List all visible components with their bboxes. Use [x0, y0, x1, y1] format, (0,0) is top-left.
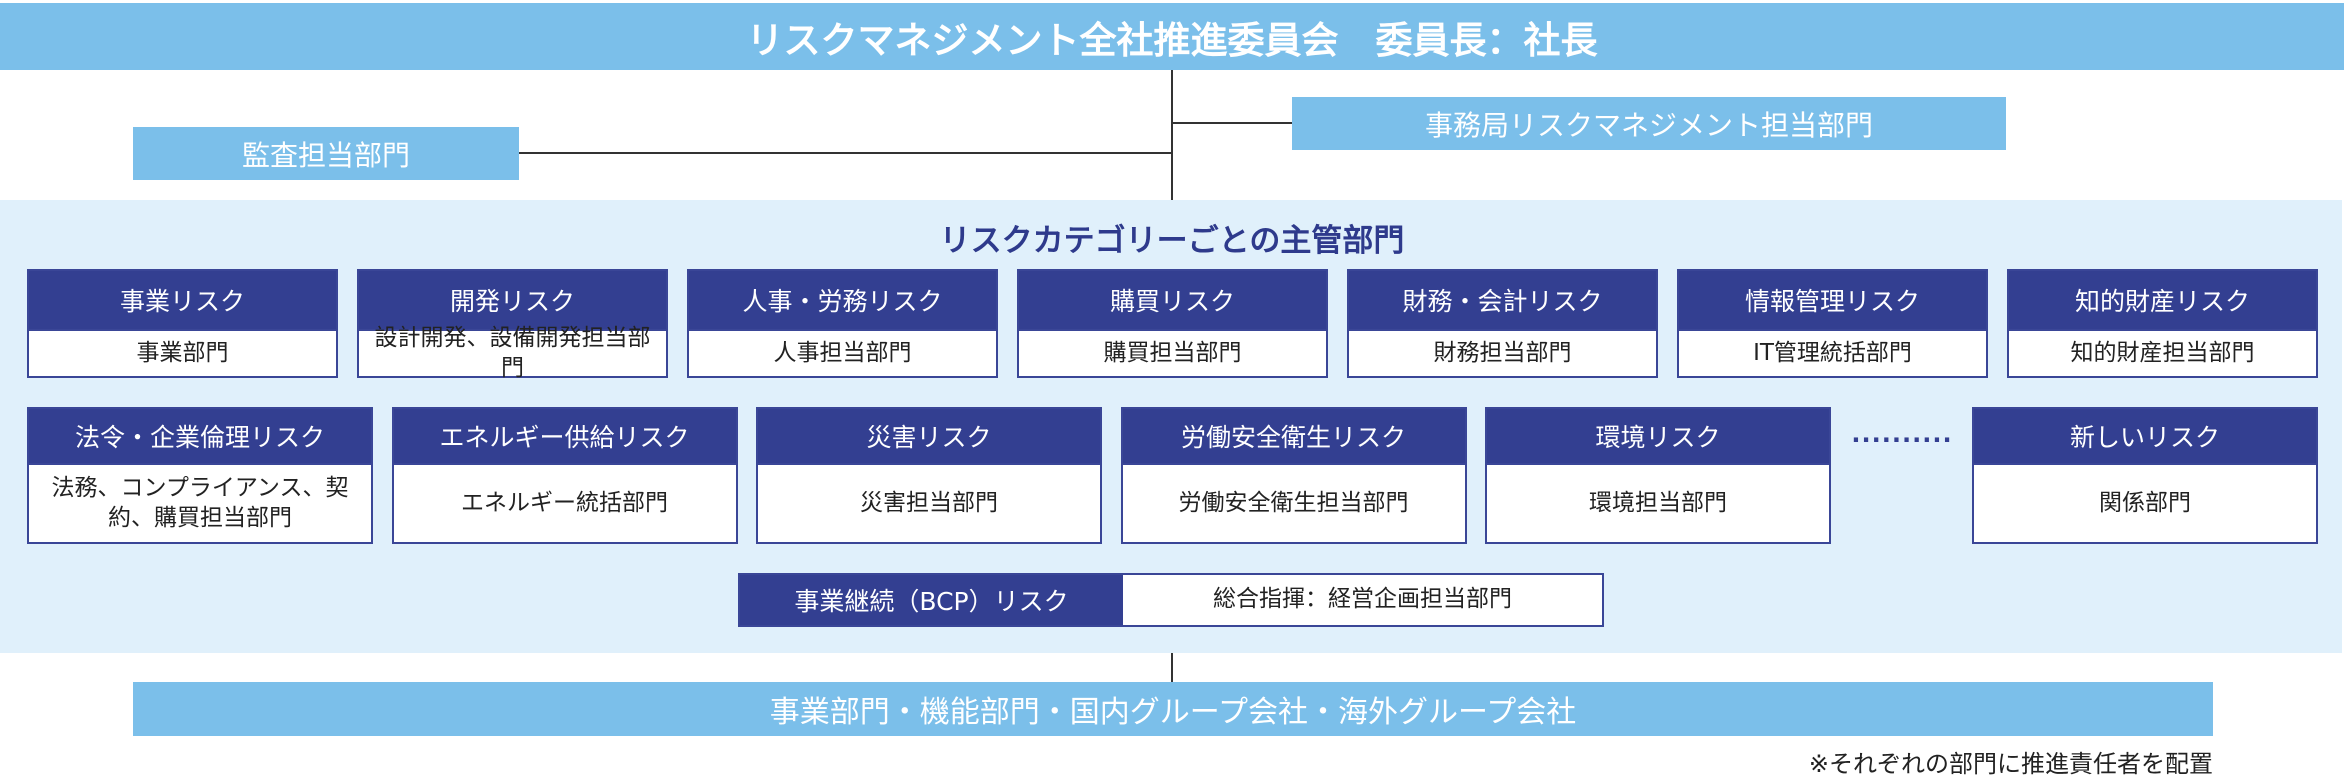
risk-category-box: 環境リスク環境担当部門 — [1485, 407, 1831, 544]
risk-header: エネルギー供給リスク — [393, 409, 736, 465]
risk-header: 事業リスク — [29, 271, 336, 331]
risk-header: 環境リスク — [1487, 409, 1829, 465]
department-label: 総合指揮：経営企画担当部門 — [1213, 586, 1512, 613]
department-label: 関係部門 — [2099, 489, 2191, 516]
department-label: 財務担当部門 — [1433, 339, 1572, 366]
risk-category-box: 人事・労務リスク人事担当部門 — [687, 269, 998, 378]
bcp-risk-box: 事業継続（BCP）リスク 総合指揮：経営企画担当部門 — [738, 573, 1604, 627]
department-label: 設計開発、設備開発担当部門 — [374, 324, 651, 381]
risk-header: 知的財産リスク — [2009, 271, 2316, 331]
department-label: エネルギー統括部門 — [461, 489, 668, 516]
footnote: ※それぞれの部門に推進責任者を配置 — [1808, 750, 2213, 778]
department-label: 災害担当部門 — [860, 489, 998, 516]
panel-title: リスクカテゴリーごとの主管部門 — [939, 223, 1405, 259]
department-label: 人事担当部門 — [773, 339, 912, 366]
risk-header: 新しいリスク — [1974, 409, 2316, 465]
secretariat-box: 事務局リスクマネジメント担当部門 — [1292, 97, 2006, 150]
risk-category-box: エネルギー供給リスクエネルギー統括部門 — [391, 407, 738, 544]
risk-header: 人事・労務リスク — [689, 271, 996, 331]
connector-line — [1171, 653, 1173, 683]
risk-header: 財務・会計リスク — [1349, 271, 1656, 331]
risk-category-box: 労働安全衛生リスク労働安全衛生担当部門 — [1120, 407, 1467, 544]
risk-header: 災害リスク — [758, 409, 1100, 465]
connector-line — [1172, 122, 1292, 124]
department-label: 購買担当部門 — [1103, 339, 1242, 366]
committee-banner: リスクマネジメント全社推進委員会 委員長：社長 — [0, 3, 2344, 70]
risk-header: 労働安全衛生リスク — [1122, 409, 1465, 465]
risk-category-box: 災害リスク災害担当部門 — [756, 407, 1102, 544]
audit-department-box: 監査担当部門 — [133, 127, 519, 180]
risk-header: 開発リスク — [359, 271, 666, 331]
risk-category-box: 事業リスク事業部門 — [27, 269, 338, 378]
department-label: 環境担当部門 — [1589, 489, 1727, 516]
risk-category-box: 情報管理リスク IT管理統括部門 — [1677, 269, 1988, 378]
risk-category-box: 知的財産リスク知的財産担当部門 — [2007, 269, 2318, 378]
business-units-banner: 事業部門・機能部門・国内グループ会社・海外グループ会社 — [133, 682, 2213, 736]
risk-header: 情報管理リスク — [1679, 271, 1986, 331]
risk-category-box: 購買リスク購買担当部門 — [1017, 269, 1328, 378]
department-label: 法務、コンプライアンス、契約、購買担当部門 — [51, 474, 349, 531]
department-label: 労働安全衛生担当部門 — [1178, 489, 1409, 516]
risk-header: 法令・企業倫理リスク — [29, 409, 371, 465]
risk-header: 購買リスク — [1019, 271, 1326, 331]
risk-category-box: 法令・企業倫理リスク法務、コンプライアンス、契約、購買担当部門 — [27, 407, 373, 544]
connector-line — [1171, 70, 1173, 200]
ellipsis: .......... — [1851, 420, 1953, 448]
department-label: 知的財産担当部門 — [2070, 339, 2255, 366]
risk-category-box: 財務・会計リスク財務担当部門 — [1347, 269, 1658, 378]
department-label: 事業部門 — [136, 339, 229, 366]
risk-category-box: 開発リスク設計開発、設備開発担当部門 — [357, 269, 668, 381]
connector-line — [519, 152, 1172, 154]
risk-header: 事業継続（BCP）リスク — [740, 575, 1123, 625]
risk-category-box: 新しいリスク関係部門 — [1972, 407, 2318, 544]
department-label: IT管理統括部門 — [1753, 339, 1912, 366]
